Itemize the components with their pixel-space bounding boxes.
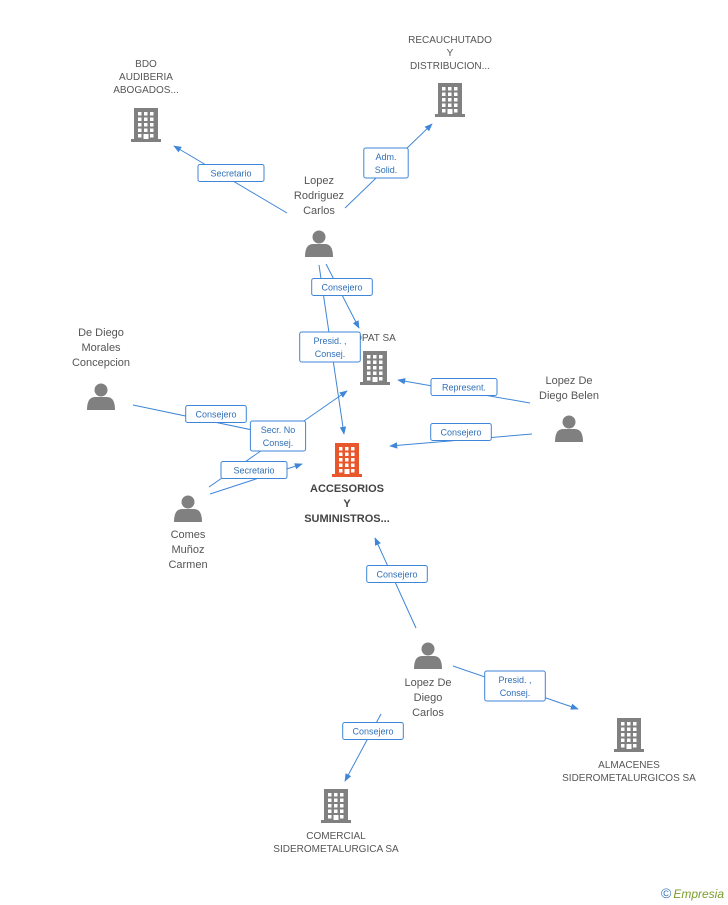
opat-label-line: OPAT SA	[354, 333, 396, 344]
edge-label-text: Presid. ,	[498, 675, 531, 685]
edge-label-text: Consej.	[263, 438, 294, 448]
copyright-icon: ©	[660, 885, 672, 901]
bdo-label-line: AUDIBERIA	[119, 72, 173, 83]
edge-label-e6[interactable]: Represent.	[430, 378, 498, 396]
edge-label-text: Consej.	[500, 688, 531, 698]
lopezdiegoc-person-icon[interactable]	[414, 642, 442, 670]
edge-label-text: Secretario	[210, 169, 251, 179]
edge-label-text: Secretario	[233, 466, 274, 476]
edge-label-e7[interactable]: Consejero	[430, 423, 492, 441]
lopezrod-label-line: Rodriguez	[294, 190, 344, 202]
nodes-layer: ACCESORIOS Y SUMINISTROS... BDO AUDIBERIA ABO…	[72, 35, 696, 855]
edge-label-e1[interactable]: Secretario	[197, 164, 265, 182]
main-label-line: ACCESORIOS	[310, 483, 384, 495]
edge-label-text: Consejero	[195, 410, 236, 420]
main-label-line: SUMINISTROS...	[304, 513, 390, 525]
dediego-label-line: De Diego	[78, 327, 124, 339]
edge-label-e10[interactable]: Consejero	[366, 565, 428, 583]
comercial-label-line: COMERCIAL	[306, 831, 366, 842]
bdo-building-icon[interactable]	[131, 108, 161, 142]
edge-label-text: Presid. ,	[313, 336, 346, 346]
main-label-line: Y	[343, 498, 351, 510]
main-building-icon[interactable]	[332, 443, 362, 477]
edge-label-text: Consejero	[440, 428, 481, 438]
almacenes-building-icon[interactable]	[614, 718, 644, 752]
edge-label-e4[interactable]: Presid. , Consej.	[299, 331, 361, 363]
edge-label-e5[interactable]: Consejero	[185, 405, 247, 423]
lopezdiegoc-label-line: Lopez De	[404, 677, 451, 689]
bdo-label-line: BDO	[135, 59, 157, 70]
edge-label-text: Consejero	[352, 727, 393, 737]
opat-building-icon[interactable]	[360, 351, 390, 385]
recauch-label-line: RECAUCHUTADO	[408, 35, 492, 46]
lopezdiegoc-label-line: Diego	[414, 692, 443, 704]
lopezrod-person-icon[interactable]	[305, 230, 333, 258]
dediego-person-icon[interactable]	[87, 383, 115, 411]
comes-label-line: Carmen	[168, 559, 207, 571]
edge-label-e3[interactable]: Consejero	[311, 278, 373, 296]
brand-logo: Empresia	[673, 887, 724, 901]
edge-label-e12[interactable]: Consejero	[342, 722, 404, 740]
footer-brand[interactable]: ©Empresia	[661, 885, 724, 901]
edge-label-text: Solid.	[375, 165, 398, 175]
comercial-label-line: SIDEROMETALURGICA SA	[273, 844, 399, 855]
edge-label-text: Secr. No	[261, 425, 296, 435]
lopezbelen-label-line: Diego Belen	[539, 390, 599, 402]
edge-label-text: Consejero	[321, 283, 362, 293]
bdo-label-line: ABOGADOS...	[113, 85, 179, 96]
comercial-building-icon[interactable]	[321, 789, 351, 823]
edge-label-e11[interactable]: Presid. , Consej.	[484, 670, 546, 702]
dediego-label-line: Morales	[81, 342, 121, 354]
lopezdiegoc-label-line: Carlos	[412, 707, 444, 719]
edge-label-e2[interactable]: Adm. Solid.	[363, 147, 409, 179]
almacenes-label-line: SIDEROMETALURGICOS SA	[562, 773, 696, 784]
dediego-label-line: Concepcion	[72, 357, 130, 369]
lopezbelen-person-icon[interactable]	[555, 415, 583, 443]
edge-label-text: Represent.	[442, 383, 486, 393]
edge-label-e8[interactable]: Secr. No Consej.	[249, 420, 307, 452]
edge-label-e9[interactable]: Secretario	[220, 461, 288, 479]
edge-label-text: Consej.	[315, 349, 346, 359]
edge-label-text: Consejero	[376, 570, 417, 580]
lopezrod-label-line: Lopez	[304, 175, 334, 187]
lopezrod-label-line: Carlos	[303, 205, 335, 217]
recauch-label-line: Y	[447, 48, 454, 59]
recauch-building-icon[interactable]	[435, 83, 465, 117]
comes-label-line: Comes	[171, 529, 206, 541]
edge-label-text: Adm.	[375, 152, 396, 162]
comes-label-line: Muñoz	[171, 544, 204, 556]
recauch-label-line: DISTRIBUCION...	[410, 61, 490, 72]
lopezbelen-label-line: Lopez De	[545, 375, 592, 387]
comes-person-icon[interactable]	[174, 495, 202, 523]
almacenes-label-line: ALMACENES	[598, 760, 660, 771]
